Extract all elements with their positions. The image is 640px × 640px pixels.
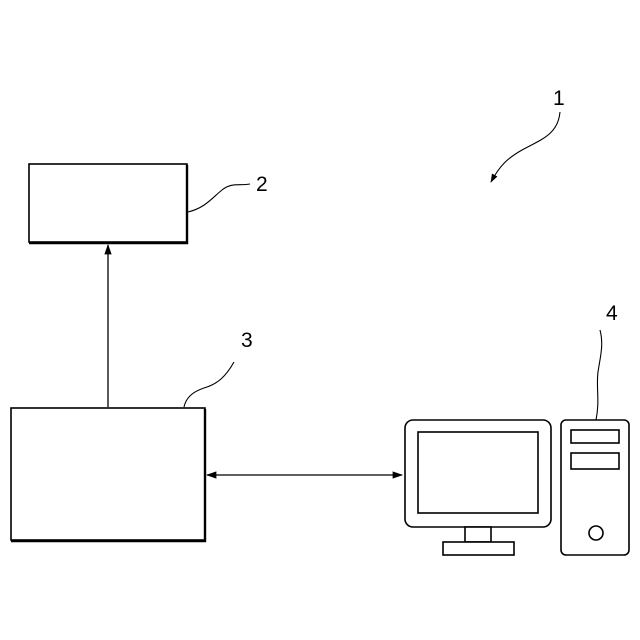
lower-box-label: 3 xyxy=(241,329,253,352)
upper-box-leader xyxy=(188,184,250,212)
computer-label: 4 xyxy=(606,302,618,325)
system-label: 1 xyxy=(553,87,565,110)
system-reference: 1 xyxy=(491,87,565,182)
monitor-neck xyxy=(465,527,491,542)
upper-box-label: 2 xyxy=(256,173,268,196)
monitor-screen xyxy=(418,432,538,513)
system-pointer-arrow xyxy=(491,112,560,182)
power-button-icon xyxy=(589,526,603,540)
upper-box xyxy=(29,164,187,242)
computer-leader xyxy=(596,330,602,420)
computer-reference: 4 xyxy=(596,302,618,420)
drive-bay-top xyxy=(571,430,619,443)
upper-box-component: 2 xyxy=(29,164,268,243)
drive-bay-bottom xyxy=(571,453,619,469)
lower-box xyxy=(11,408,205,540)
desktop-computer-icon xyxy=(405,420,629,555)
monitor-base xyxy=(443,542,514,555)
lower-box-component: 3 xyxy=(11,329,253,541)
lower-box-leader xyxy=(184,362,234,407)
